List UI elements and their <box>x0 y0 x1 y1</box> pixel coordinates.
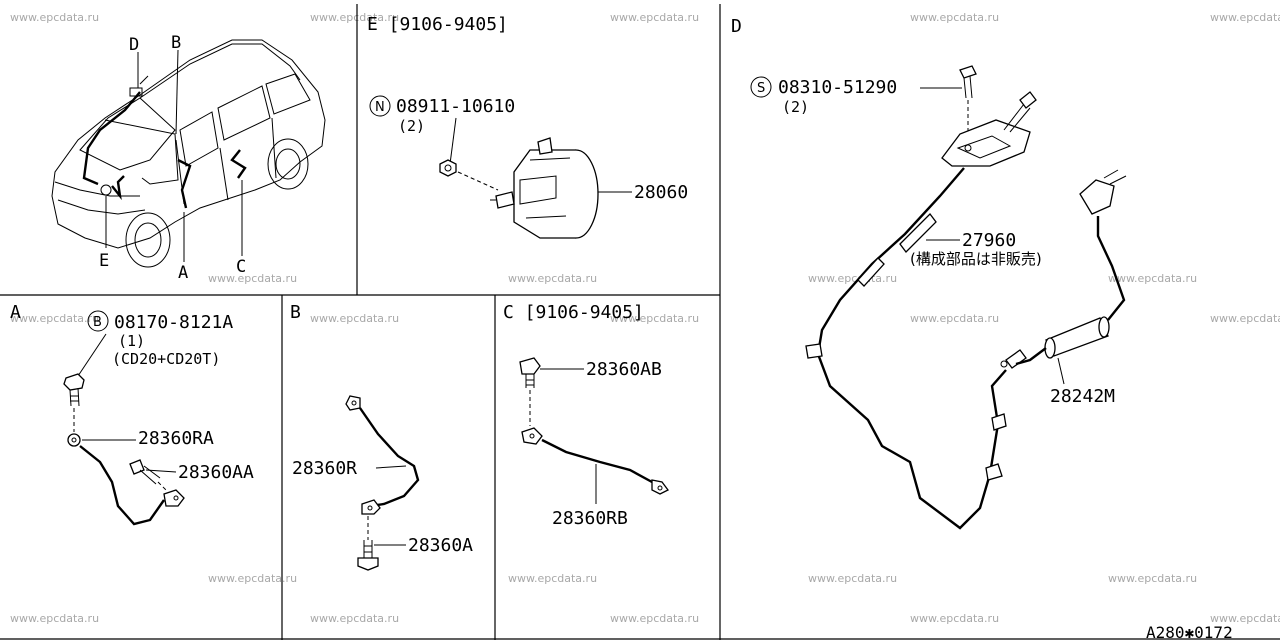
part-number: 28360A <box>408 535 473 556</box>
watermark: www.epcdata.ru <box>508 572 597 585</box>
part-quantity: (2) <box>398 117 425 135</box>
callout-label-e: E <box>99 251 109 271</box>
screw-symbol-icon <box>750 76 772 98</box>
watermark: www.epcdata.ru <box>208 572 297 585</box>
part-number: 28360AB <box>586 359 662 380</box>
panel-title: E [9106-9405] <box>367 14 508 35</box>
antenna-part <box>805 91 1037 530</box>
part-note: (CD20+CD20T) <box>112 350 220 368</box>
nut-symbol-icon <box>369 95 391 117</box>
panel-title: D <box>731 16 742 37</box>
panel-b: B 28360R 28360A <box>290 302 473 571</box>
panel-d: D S 08310-51290 (2) 27960 (構成 <box>731 16 1127 530</box>
watermark: www.epcdata.ru <box>310 11 399 24</box>
watermark: www.epcdata.ru <box>808 572 897 585</box>
diagram-reference-code: A280✱0172 <box>1146 623 1233 640</box>
watermark: www.epcdata.ru <box>10 612 99 625</box>
part-number: 28360RA <box>138 428 214 449</box>
callout-label-d: D <box>129 35 139 55</box>
panel-borders <box>0 4 1280 640</box>
screw-icon <box>959 65 977 79</box>
watermark: www.epcdata.ru <box>610 612 699 625</box>
part-quantity: (1) <box>118 332 145 350</box>
watermark-layer: www.epcdata.ru www.epcdata.ru www.epcdat… <box>10 11 1280 625</box>
callout-label-b: B <box>171 33 181 53</box>
watermark: www.epcdata.ru <box>1210 11 1280 24</box>
part-number: 28360R <box>292 458 357 479</box>
overview-panel: D B E A C <box>51 33 326 283</box>
panel-e: E [9106-9405] N 08911-10610 (2) 28060 <box>367 14 688 239</box>
watermark: www.epcdata.ru <box>808 272 897 285</box>
watermark: www.epcdata.ru <box>208 272 297 285</box>
amplifier-part <box>1015 169 1127 366</box>
watermark: www.epcdata.ru <box>310 312 399 325</box>
watermark: www.epcdata.ru <box>1108 572 1197 585</box>
watermark: www.epcdata.ru <box>10 11 99 24</box>
part-number: 08911-10610 <box>396 96 515 117</box>
part-number: 27960 <box>962 230 1016 251</box>
nut-icon <box>439 159 457 177</box>
panel-title: A <box>10 302 21 323</box>
part-number: 28360RB <box>552 508 628 529</box>
van-illustration <box>51 39 326 268</box>
callout-label-c: C <box>236 257 246 277</box>
part-number: 08170-8121A <box>114 312 233 333</box>
horn-part <box>490 137 599 239</box>
part-number: 28242M <box>1050 386 1115 407</box>
part-prefix: B <box>93 315 102 330</box>
part-note: (構成部品は非販売) <box>910 250 1042 268</box>
panel-a: A B 08170-8121A (1) (CD20+CD20T) 28360RA… <box>10 302 254 526</box>
part-quantity: (2) <box>782 98 809 116</box>
part-number: 08310-51290 <box>778 77 897 98</box>
part-prefix: S <box>757 81 765 96</box>
watermark: www.epcdata.ru <box>10 312 99 325</box>
bolt-icon <box>63 373 85 391</box>
panel-c: C [9106-9405] 28360AB 28360RB <box>503 302 669 529</box>
watermark: www.epcdata.ru <box>508 272 597 285</box>
watermark: www.epcdata.ru <box>1108 272 1197 285</box>
watermark: www.epcdata.ru <box>610 11 699 24</box>
watermark: www.epcdata.ru <box>1210 612 1280 625</box>
watermark: www.epcdata.ru <box>310 612 399 625</box>
part-prefix: N <box>375 100 385 115</box>
watermark: www.epcdata.ru <box>610 312 699 325</box>
watermark: www.epcdata.ru <box>910 11 999 24</box>
bolt-symbol-icon <box>87 310 109 332</box>
panel-title: C [9106-9405] <box>503 302 644 323</box>
part-number: 28360AA <box>178 462 254 483</box>
watermark: www.epcdata.ru <box>910 312 999 325</box>
callout-label-a: A <box>178 263 188 283</box>
watermark: www.epcdata.ru <box>1210 312 1280 325</box>
panel-title: B <box>290 302 301 323</box>
watermark: www.epcdata.ru <box>910 612 999 625</box>
part-number: 28060 <box>634 182 688 203</box>
